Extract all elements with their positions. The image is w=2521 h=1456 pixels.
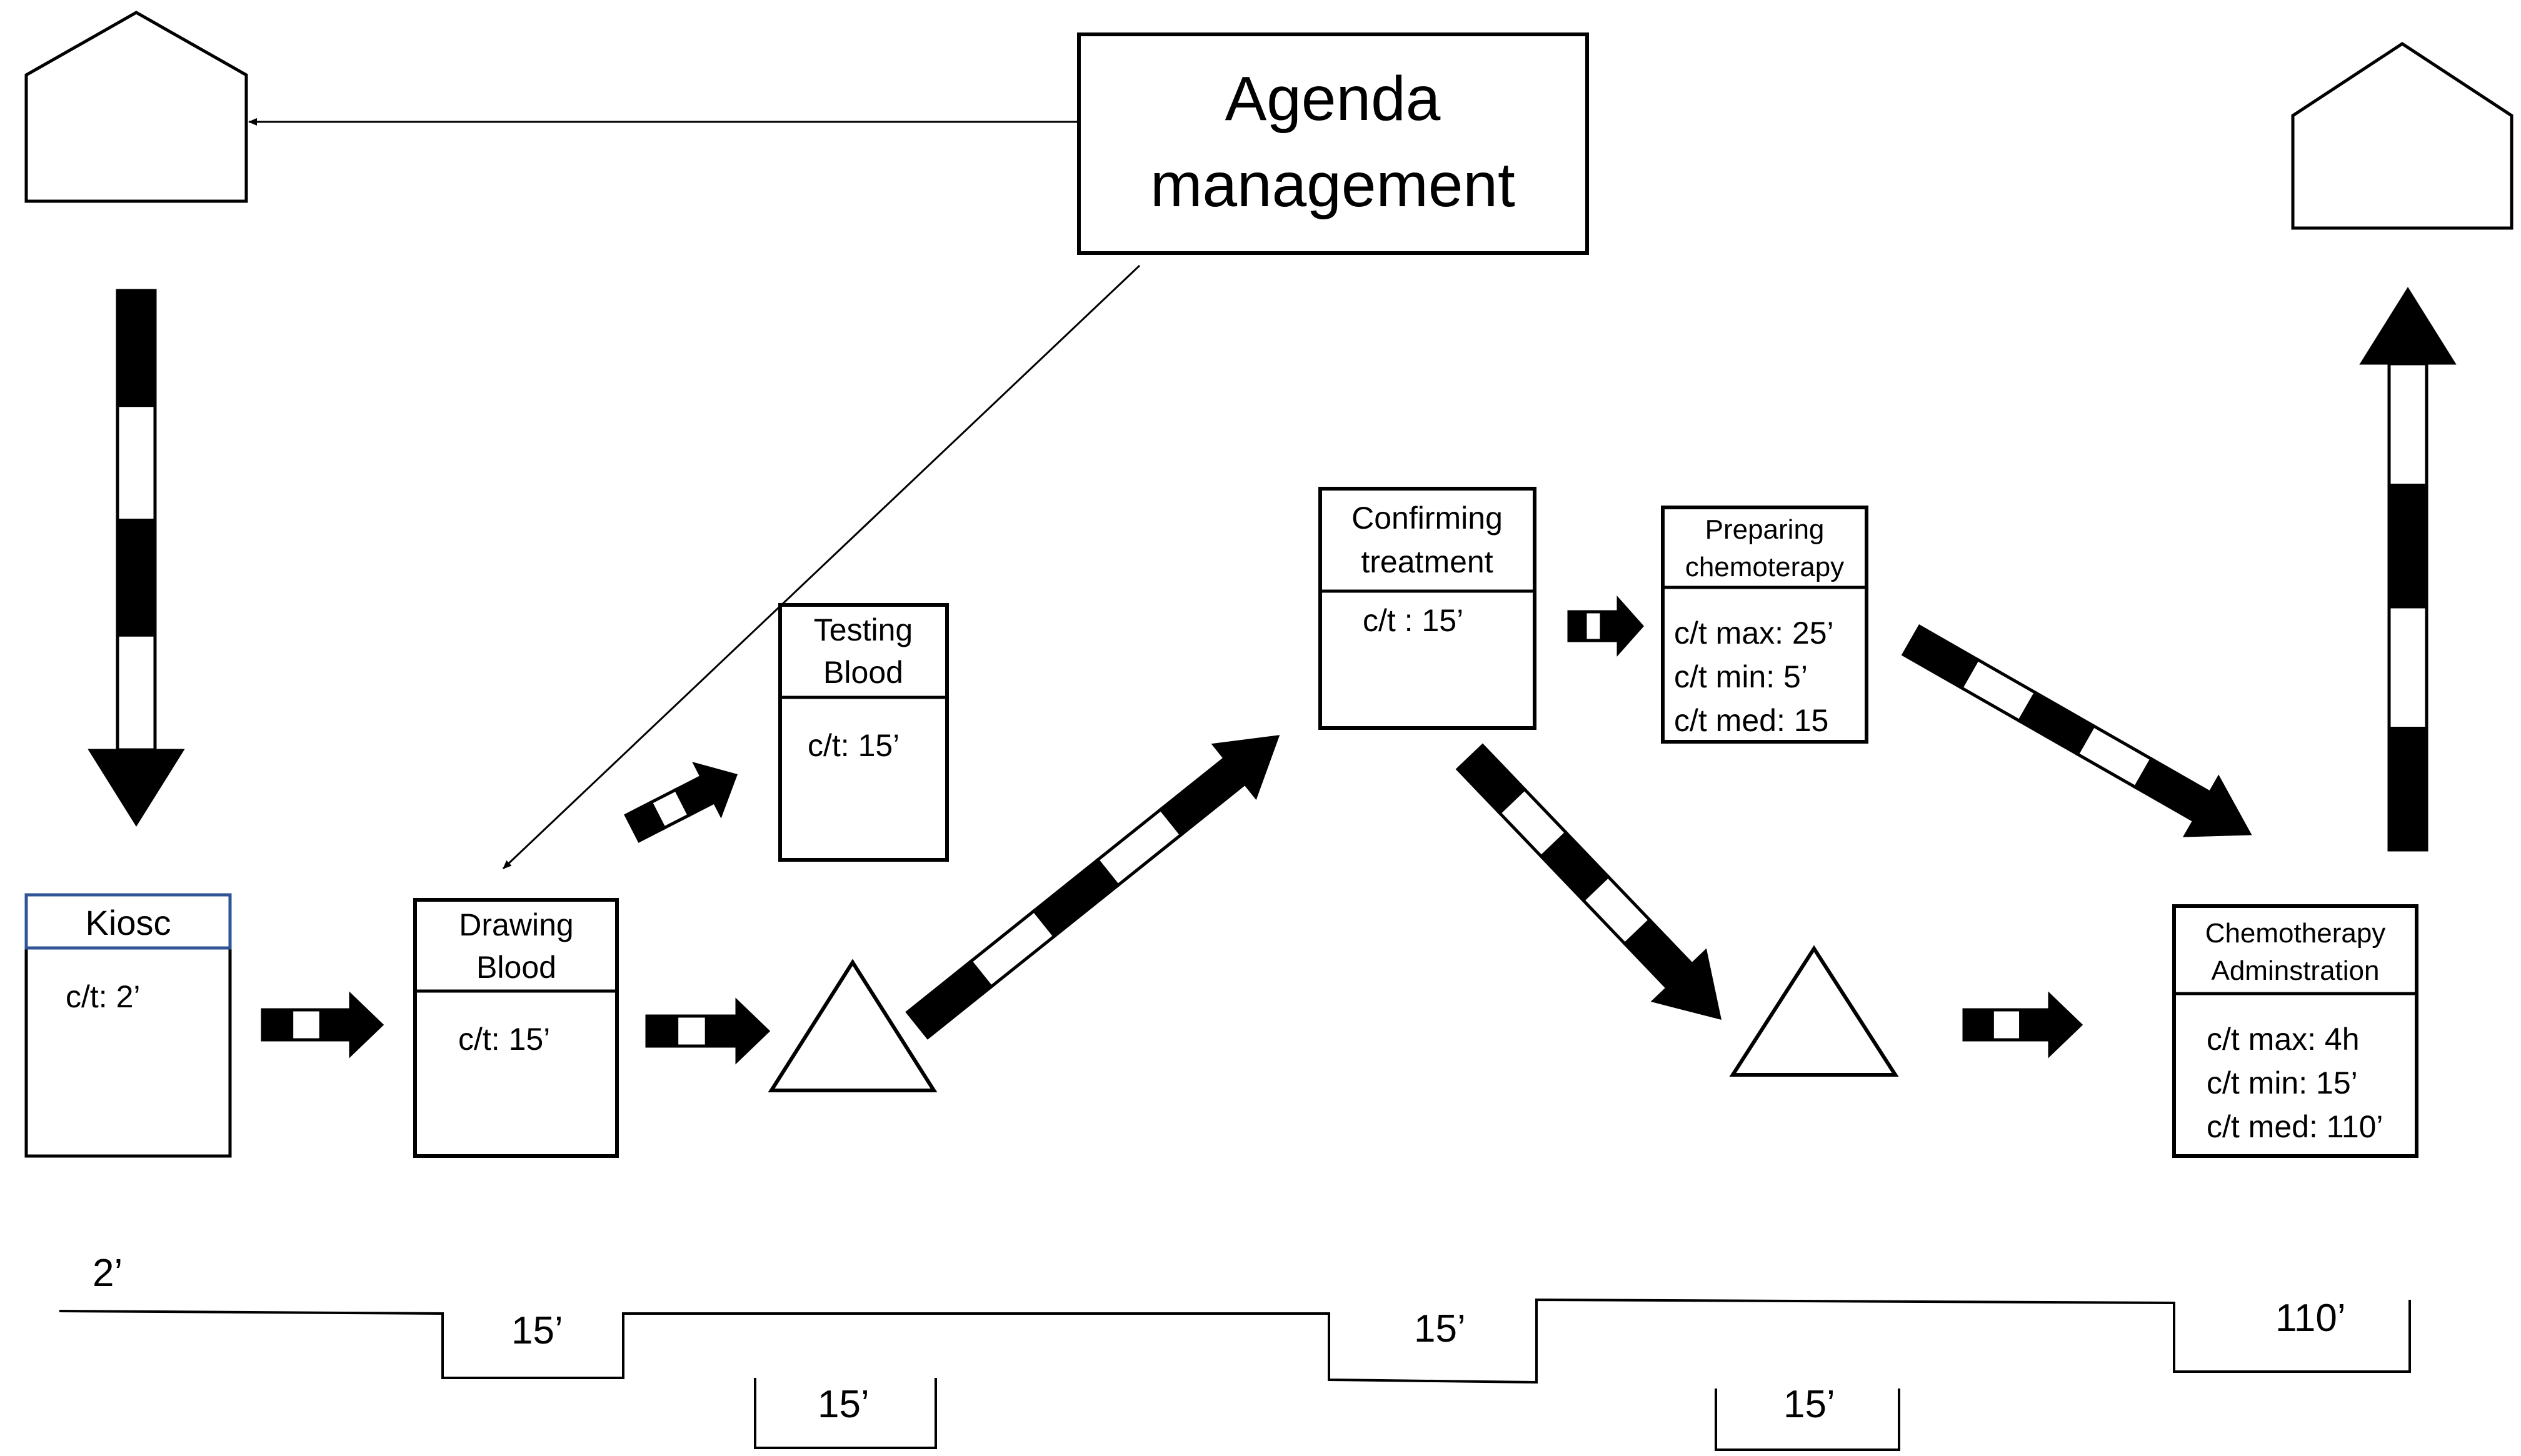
agenda-title-line1: Agenda — [1225, 64, 1441, 134]
push-arrow-confirming-to-preparing — [1567, 596, 1645, 657]
timeline-wait-testing — [754, 1378, 937, 1449]
chemo-title-2: Adminstration — [2211, 955, 2379, 986]
timeline-drawing: 15’ — [511, 1309, 563, 1352]
process-chemotherapy-administration: Chemotherapy Adminstration c/t max: 4h c… — [2172, 904, 2418, 1158]
push-arrow-chemo-to-customer — [2359, 287, 2457, 852]
timeline-testing: 15’ — [818, 1383, 870, 1426]
confirming-title-2: treatment — [1361, 544, 1493, 579]
confirming-title-1: Confirming — [1351, 501, 1503, 536]
push-arrow-preparing-to-chemo — [1901, 624, 2252, 837]
agenda-title-line2: management — [1150, 150, 1515, 220]
kiosc-title: Kiosc — [86, 903, 171, 942]
push-arrow-drawing-to-inventory — [645, 997, 771, 1065]
kiosc-cycle-time: c/t: 2’ — [66, 979, 140, 1014]
timeline-wait-preparing — [1715, 1389, 1900, 1451]
supplier-icon — [24, 11, 248, 203]
timeline-chemo: 110’ — [2275, 1297, 2346, 1340]
process-testing-blood: Testing Blood c/t: 15’ — [778, 603, 949, 862]
push-arrow-supplier-to-kiosc — [88, 289, 185, 827]
inventory-triangle-2 — [1729, 945, 1899, 1077]
testing-title-1: Testing — [814, 612, 913, 647]
preparing-title-2: chemoterapy — [1685, 552, 1844, 582]
timeline-preparing: 15’ — [1783, 1383, 1835, 1426]
process-drawing-blood: Drawing Blood c/t: 15’ — [413, 898, 619, 1158]
testing-cycle-time: c/t: 15’ — [808, 728, 900, 763]
timeline-confirming: 15’ — [1414, 1307, 1466, 1350]
push-arrow-drawing-to-testing — [624, 762, 738, 843]
drawing-title-2: Blood — [476, 950, 556, 985]
chemo-ct-med: c/t med: 110’ — [2207, 1109, 2383, 1144]
agenda-management-box: Agenda management — [1077, 32, 1589, 255]
customer-icon — [2291, 42, 2513, 230]
chemo-title-1: Chemotherapy — [2205, 918, 2386, 949]
timeline-ladder — [59, 1298, 2411, 1384]
push-arrow-confirming-to-inventory — [1455, 743, 1722, 1020]
drawing-cycle-time: c/t: 15’ — [458, 1022, 550, 1057]
push-arrow-inventory-to-chemo — [1962, 991, 2083, 1059]
process-confirming-treatment: Confirming treatment c/t : 15’ — [1318, 487, 1536, 730]
preparing-title-1: Preparing — [1705, 514, 1825, 545]
preparing-ct-max: c/t max: 25’ — [1674, 616, 1834, 651]
confirming-cycle-time: c/t : 15’ — [1363, 603, 1463, 638]
preparing-ct-med: c/t med: 15 — [1674, 703, 1828, 738]
push-arrow-inventory-to-confirming — [905, 735, 1280, 1040]
push-arrow-kiosc-to-drawing — [261, 991, 384, 1059]
preparing-ct-min: c/t min: 5’ — [1674, 659, 1808, 694]
testing-title-2: Blood — [823, 655, 903, 690]
inventory-triangle-1 — [768, 959, 938, 1092]
process-preparing-chemoterapy: Preparing chemoterapy c/t max: 25’ c/t m… — [1661, 506, 1868, 744]
info-arrow-to-drawing-blood — [502, 264, 1141, 870]
drawing-title-1: Drawing — [459, 907, 573, 942]
timeline-kiosc: 2’ — [93, 1252, 123, 1295]
process-kiosc: Kiosc c/t: 2’ — [24, 893, 232, 1158]
push-arrows — [88, 287, 2457, 1065]
chemo-ct-max: c/t max: 4h — [2207, 1022, 2360, 1057]
chemo-ct-min: c/t min: 15’ — [2207, 1065, 2358, 1100]
